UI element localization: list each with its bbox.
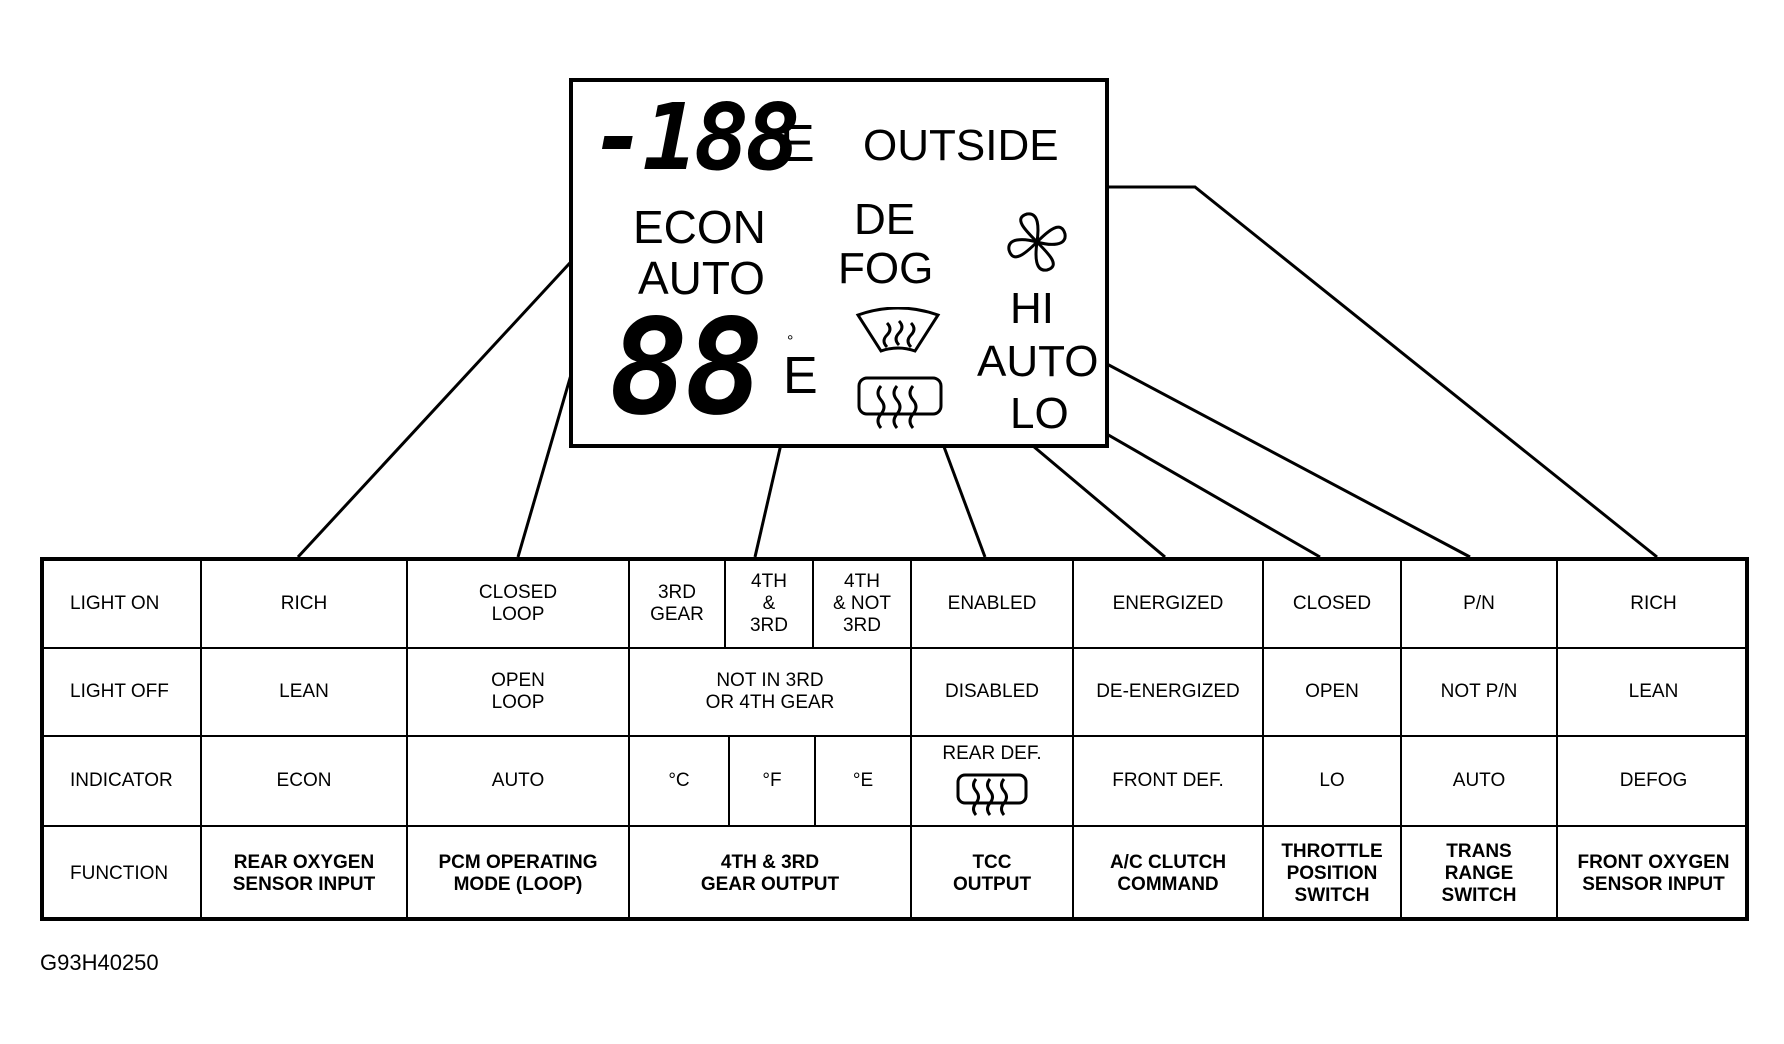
- fan-hi-label: HI: [1010, 284, 1054, 333]
- econ-label: ECON: [633, 201, 766, 253]
- fan-auto-label: AUTO: [977, 337, 1099, 386]
- trans-light-off: NOT P/N: [1402, 649, 1558, 737]
- trans-function: TRANS RANGE SWITCH: [1402, 827, 1558, 921]
- pcm-indicator: AUTO: [408, 737, 630, 827]
- degree-mark: °: [784, 107, 791, 124]
- ac-function: A/C CLUTCH COMMAND: [1074, 827, 1264, 921]
- rear-def-label: REAR DEF.: [942, 743, 1042, 764]
- row-label-light-on: LIGHT ON: [44, 561, 202, 649]
- defog-label-fog: FOG: [838, 244, 934, 293]
- gear-indicator-e: °E: [816, 737, 912, 827]
- row-label-light-off: LIGHT OFF: [44, 649, 202, 737]
- rear-o2-function: REAR OXYGEN SENSOR INPUT: [202, 827, 408, 921]
- gear-indicator-c: °C: [630, 737, 730, 827]
- throttle-light-off: OPEN: [1264, 649, 1402, 737]
- climate-display: -188 ° E OUTSIDE ECON AUTO 88 ° E DE FOG…: [569, 78, 1109, 448]
- front-o2-light-off: LEAN: [1558, 649, 1749, 737]
- outside-temp-digits: -188: [591, 84, 801, 191]
- temp-unit-top: E: [780, 115, 815, 173]
- front-o2-function: FRONT OXYGEN SENSOR INPUT: [1577, 852, 1730, 895]
- tcc-indicator: REAR DEF.: [912, 737, 1074, 827]
- gear-4th-not-3rd-light-on: 4TH & NOT 3RD: [814, 561, 912, 649]
- rear-o2-light-on: RICH: [202, 561, 408, 649]
- throttle-function: THROTTLE POSITION SWITCH: [1264, 827, 1402, 921]
- temp-unit-bottom: E: [783, 347, 818, 405]
- leader-econ: [296, 223, 607, 559]
- gear-3rd-light-on: 3RD GEAR: [630, 561, 726, 649]
- set-temp-digits: 88: [609, 291, 764, 445]
- front-o2-indicator: DEFOG: [1558, 737, 1749, 827]
- pcm-function: PCM OPERATING MODE (LOOP): [408, 827, 630, 921]
- front-defrost-icon: [855, 307, 941, 353]
- throttle-indicator: LO: [1264, 737, 1402, 827]
- figure-id: G93H40250: [40, 950, 159, 975]
- row-label-indicator: INDICATOR: [44, 737, 202, 827]
- trans-indicator: AUTO: [1402, 737, 1558, 827]
- gear-function: 4TH & 3RD GEAR OUTPUT: [630, 827, 912, 921]
- row-label-function: FUNCTION: [44, 827, 202, 921]
- defog-label-de: DE: [854, 195, 916, 244]
- gear-indicator-f: °F: [730, 737, 816, 827]
- throttle-light-on: CLOSED: [1264, 561, 1402, 649]
- leader-auto-fan: [1089, 353, 1471, 559]
- rear-o2-indicator: ECON: [202, 737, 408, 827]
- gear-4th-3rd-light-on: 4TH & 3RD: [726, 561, 814, 649]
- auto-label: AUTO: [638, 252, 765, 304]
- tcc-light-off: DISABLED: [912, 649, 1074, 737]
- ac-light-off: DE-ENERGIZED: [1074, 649, 1264, 737]
- pcm-light-off: OPEN LOOP: [408, 649, 630, 737]
- gear-light-off: NOT IN 3RD OR 4TH GEAR: [630, 649, 912, 737]
- rear-defrost-icon: [857, 376, 943, 429]
- front-o2-light-on: RICH: [1558, 561, 1749, 649]
- degree-mark-bottom: °: [787, 333, 794, 350]
- ac-light-on: ENERGIZED: [1074, 561, 1264, 649]
- leader-rear-def: [935, 427, 987, 558]
- pcm-light-on: CLOSED LOOP: [408, 561, 630, 649]
- fan-icon: [1007, 212, 1067, 272]
- tcc-function: TCC OUTPUT: [912, 827, 1074, 921]
- tcc-light-on: ENABLED: [912, 561, 1074, 649]
- fan-lo-label: LO: [1010, 389, 1069, 438]
- indicator-legend-table: LIGHT ON RICH CLOSED LOOP 3RD GEAR 4TH &…: [40, 557, 1749, 921]
- ac-indicator: FRONT DEF.: [1074, 737, 1264, 827]
- trans-light-on: P/N: [1402, 561, 1558, 649]
- rear-defrost-icon-small: [956, 773, 1028, 816]
- outside-label: OUTSIDE: [863, 121, 1059, 170]
- rear-o2-light-off: LEAN: [202, 649, 408, 737]
